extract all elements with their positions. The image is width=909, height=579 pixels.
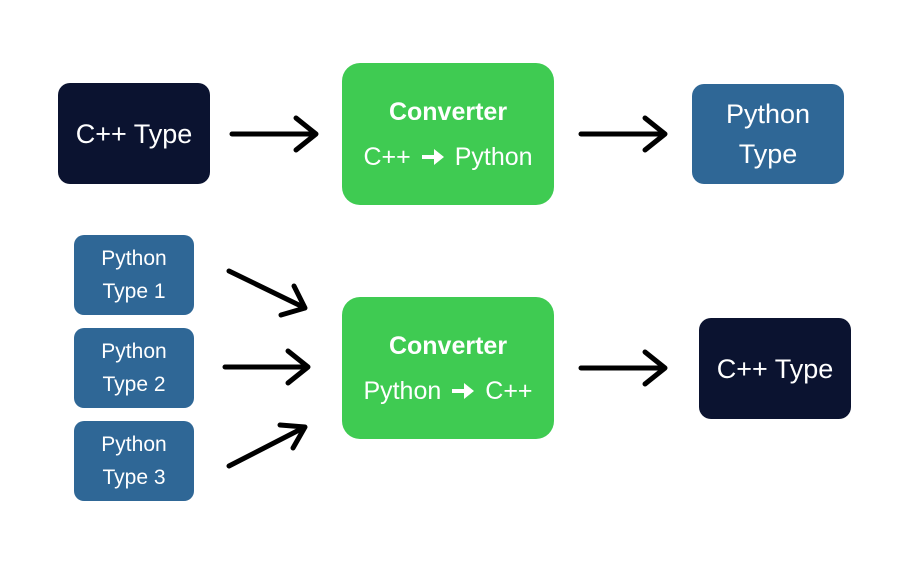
python-type-2-line2: Type 2 <box>102 373 166 396</box>
converter-title: Converter <box>388 98 508 126</box>
arrow-bottom-lower <box>226 422 308 469</box>
right-arrow-icon <box>452 383 475 399</box>
converter-from: Python <box>363 377 442 405</box>
python-type-1-line1: Python <box>101 247 167 270</box>
converter-from: C++ <box>363 143 411 171</box>
converter-box-bottom: Converter Python C++ <box>342 297 554 439</box>
arrow-bottom-right <box>578 349 668 387</box>
python-type-line1: Python <box>725 99 811 129</box>
converter-title: Converter <box>388 332 508 360</box>
python-type-2-box: Python Type 2 <box>74 328 194 408</box>
arrow-bottom-middle <box>222 348 311 386</box>
cpp-type-label: C++ Type <box>716 353 834 384</box>
converter-to: Python <box>454 143 533 171</box>
python-type-2-line1: Python <box>101 340 167 363</box>
cpp-type-label: C++ Type <box>75 118 193 149</box>
python-type-1-line2: Type 1 <box>102 280 166 303</box>
python-type-3-line2: Type 3 <box>102 466 166 489</box>
right-arrow-icon <box>421 149 444 165</box>
converter-to: C++ <box>485 377 533 405</box>
cpp-type-box-bottom: C++ Type <box>699 318 851 419</box>
converter-box-top: Converter C++ Python <box>342 63 554 205</box>
python-type-3-box: Python Type 3 <box>74 421 194 501</box>
python-type-3-line1: Python <box>101 433 167 456</box>
python-type-box-top: Python Type <box>692 84 844 184</box>
python-type-1-box: Python Type 1 <box>74 235 194 315</box>
arrow-bottom-upper <box>226 268 308 318</box>
arrow-top-left <box>229 115 319 153</box>
converter-direction: Python C++ <box>363 375 532 407</box>
cpp-type-box-top: C++ Type <box>58 83 210 184</box>
python-type-line2: Type <box>738 139 798 169</box>
converter-direction: C++ Python <box>363 141 532 173</box>
arrow-top-right <box>578 115 668 153</box>
